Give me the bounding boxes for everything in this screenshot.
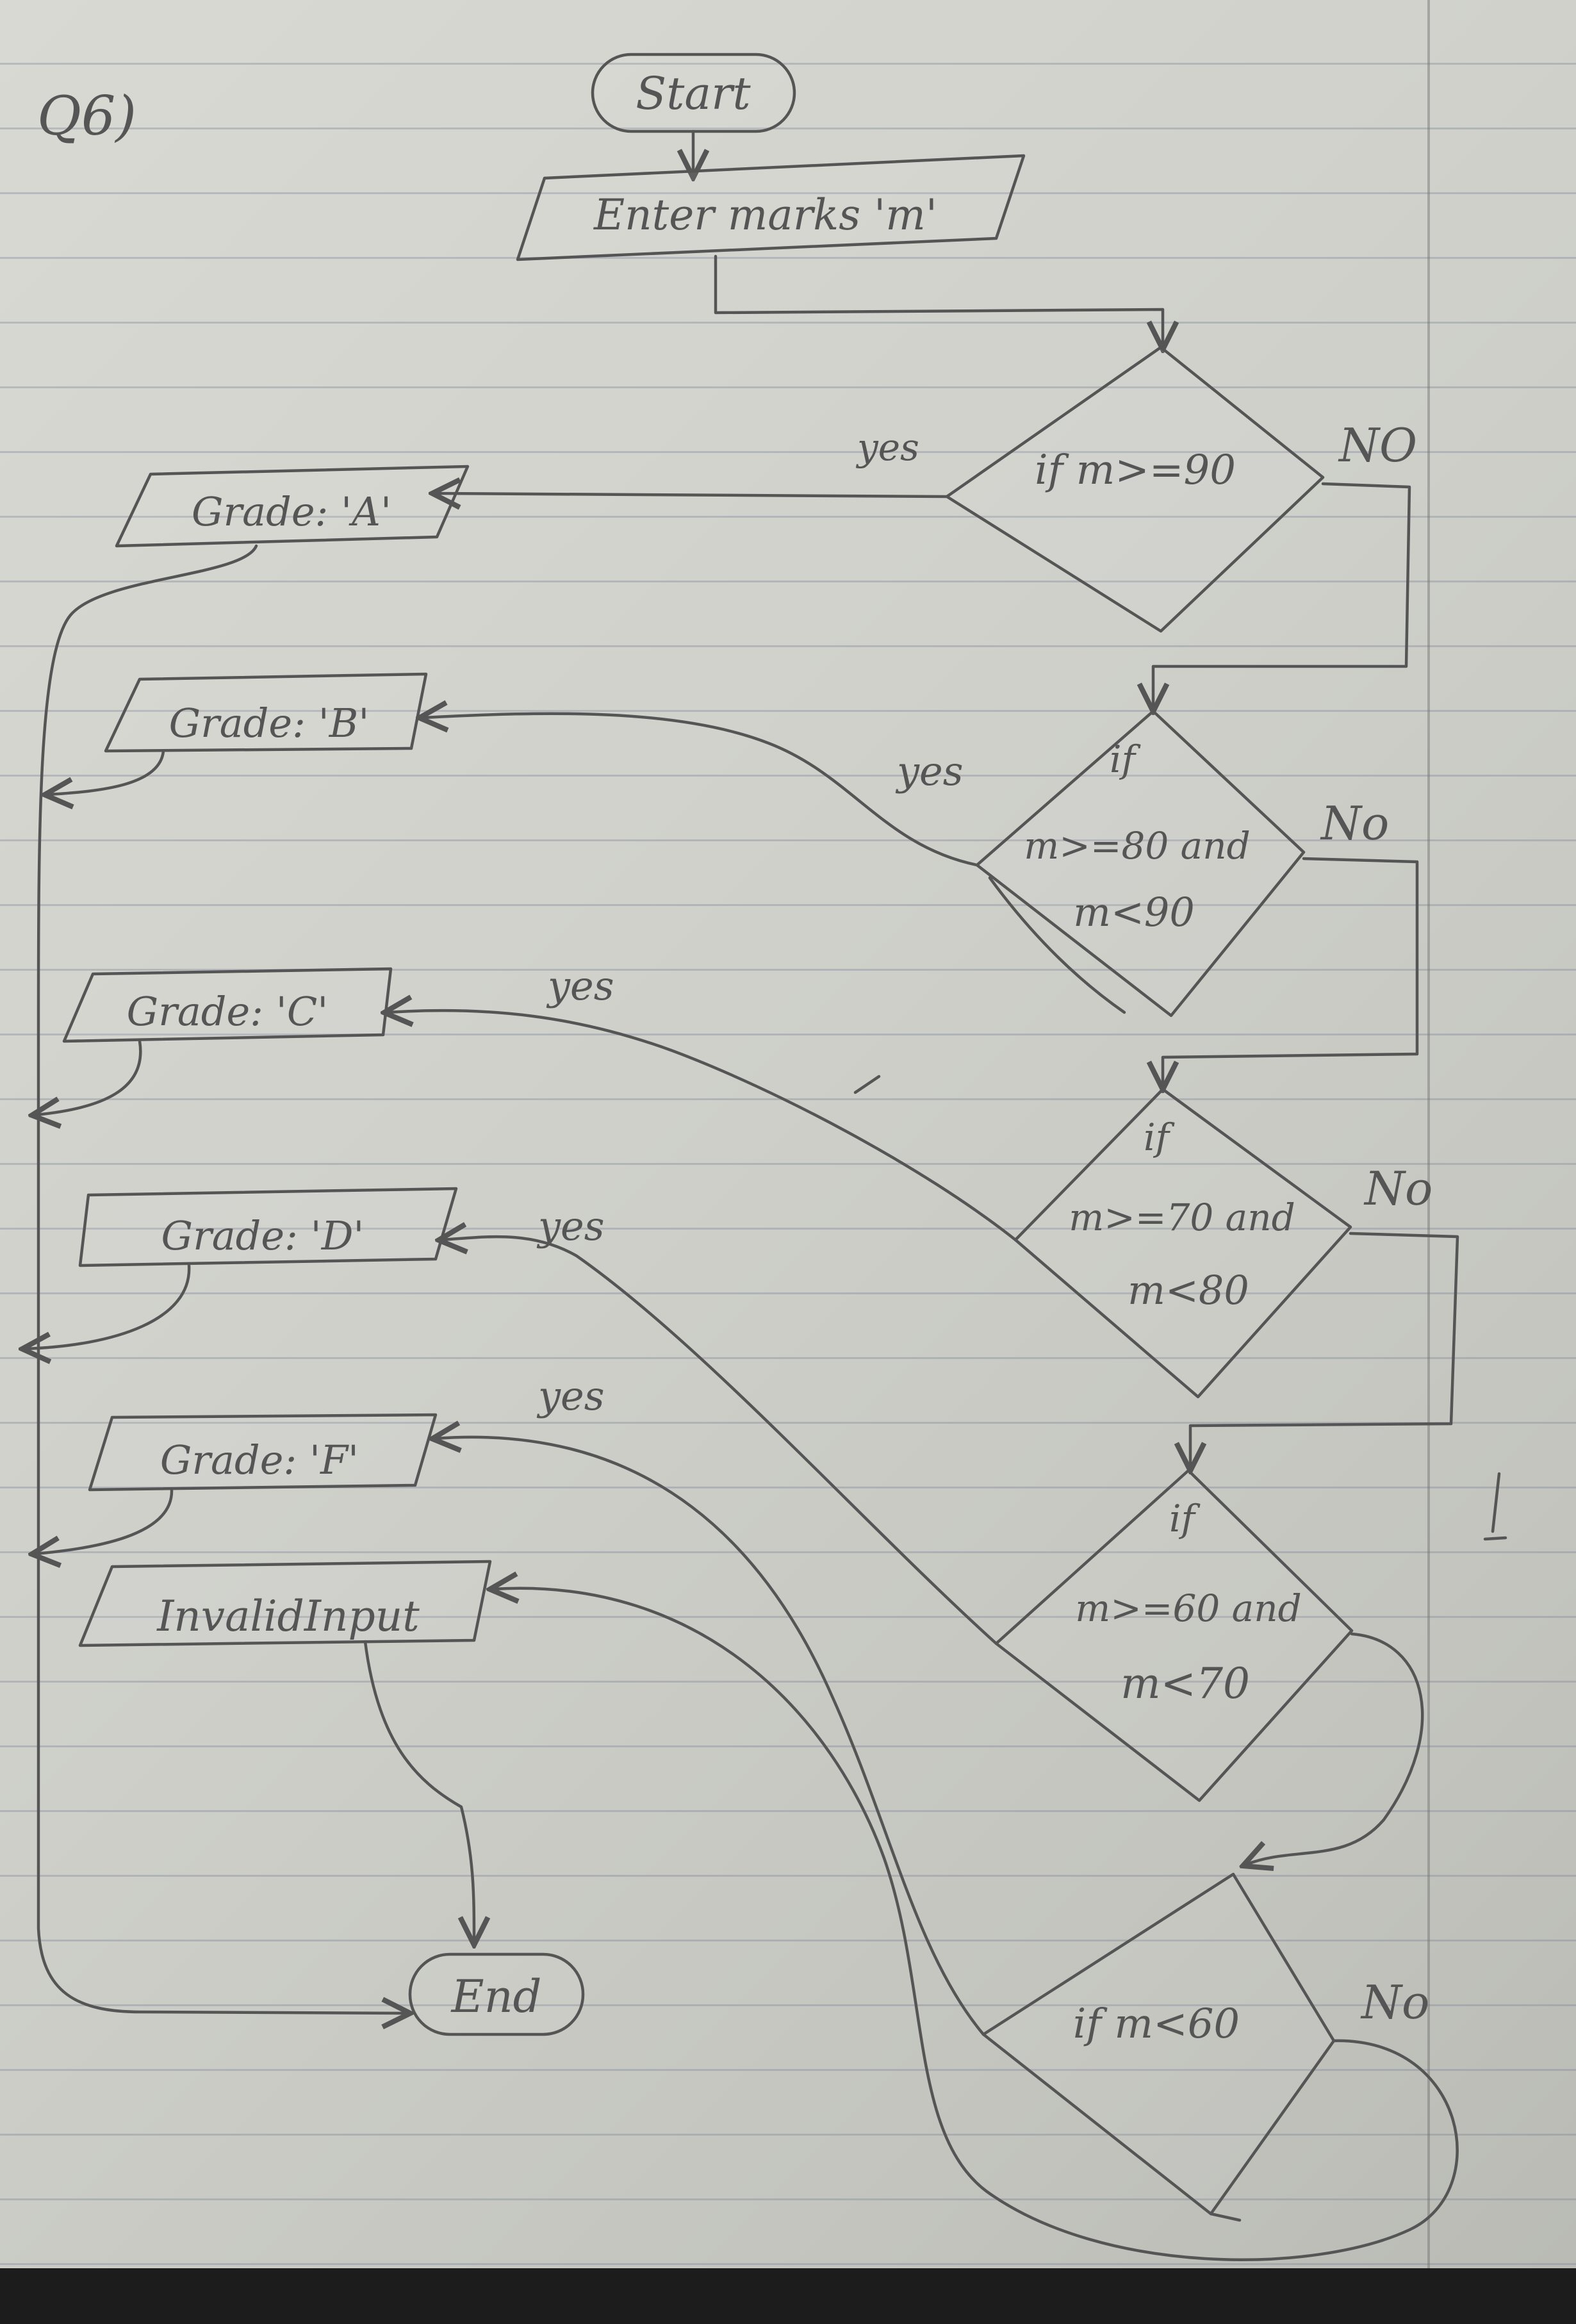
input-box: Enter marks 'm' bbox=[516, 154, 1026, 261]
decision-1-line-1: if m>=90 bbox=[1035, 447, 1236, 494]
decision-2-line-3: m<90 bbox=[1073, 889, 1195, 935]
arrow-yes-grade-d bbox=[442, 1237, 998, 1645]
arrow-yes-grade-b bbox=[423, 714, 979, 867]
arrow-yes-grade-c bbox=[388, 1010, 1017, 1242]
decision-4: if m>=60 and m<70 bbox=[994, 1469, 1354, 1802]
stray-mark-1 bbox=[853, 1075, 881, 1094]
grade-a-box: Grade: 'A' bbox=[115, 465, 470, 548]
start-label: Start bbox=[636, 67, 751, 120]
grade-f-box: Grade: 'F' bbox=[88, 1413, 438, 1492]
decision-3-line-2: m>=70 and bbox=[1069, 1196, 1295, 1239]
yes-label-1: yes bbox=[855, 425, 919, 469]
arrow-input-decision1 bbox=[714, 254, 1163, 346]
margin-line bbox=[1427, 0, 1430, 2281]
no-label-2: No bbox=[1320, 796, 1389, 850]
decision-5: if m<60 bbox=[981, 1872, 1336, 2216]
decision-2-stroke bbox=[988, 876, 1126, 1014]
arrow-grade-c-collector bbox=[35, 1039, 142, 1115]
no-label-3: No bbox=[1363, 1162, 1432, 1216]
grade-c-box: Grade: 'C' bbox=[62, 967, 393, 1043]
decision-5-line-1: if m<60 bbox=[1073, 2000, 1240, 2048]
collector-line-end bbox=[37, 544, 407, 2013]
grade-a-label: Grade: 'A' bbox=[192, 488, 391, 535]
decision-2: if m>=80 and m<90 bbox=[975, 709, 1306, 1018]
no-label-4: No bbox=[1360, 1975, 1429, 2029]
end-label: End bbox=[450, 1970, 542, 2023]
arrow-no-decision5 bbox=[1246, 1632, 1424, 1865]
arrow-no-decision3 bbox=[1163, 857, 1419, 1086]
grade-d-label: Grade: 'D' bbox=[161, 1212, 365, 1259]
arrow-grade-f-collector bbox=[35, 1488, 174, 1554]
decision-3-line-3: m<80 bbox=[1128, 1267, 1249, 1314]
grade-c-label: Grade: 'C' bbox=[127, 988, 329, 1035]
arrow-grade-b-collector bbox=[48, 749, 165, 795]
invalid-input-label: InvalidInput bbox=[156, 1592, 420, 1641]
arrow-grade-d-collector bbox=[26, 1264, 191, 1349]
grade-d-box: Grade: 'D' bbox=[78, 1187, 458, 1267]
arrow-invalid-end bbox=[363, 1640, 474, 1941]
arrow-no-decision4 bbox=[1190, 1232, 1459, 1467]
invalid-input-box: InvalidInput bbox=[78, 1560, 492, 1647]
arrow-no-invalid-input bbox=[493, 1588, 1459, 2261]
arrow-no-decision2 bbox=[1153, 482, 1411, 708]
no-label-1: NO bbox=[1338, 418, 1417, 472]
yes-label-5: yes bbox=[536, 1372, 605, 1419]
grade-b-label: Grade: 'B' bbox=[169, 700, 370, 746]
arrow-yes-grade-f bbox=[436, 1437, 985, 2036]
yes-label-3: yes bbox=[546, 962, 614, 1009]
decision-4-line-3: m<70 bbox=[1120, 1659, 1250, 1708]
input-label: Enter marks 'm' bbox=[593, 190, 937, 240]
grade-f-label: Grade: 'F' bbox=[160, 1437, 359, 1483]
grade-b-box: Grade: 'B' bbox=[104, 672, 428, 753]
decision-2-line-2: m>=80 and bbox=[1024, 824, 1251, 868]
end-terminal: End bbox=[408, 1952, 585, 2036]
notebook-binding bbox=[0, 2268, 1576, 2324]
decision-5-tail bbox=[1209, 2212, 1242, 2222]
yes-label-4: yes bbox=[536, 1203, 605, 1249]
question-label: Q6) bbox=[37, 85, 136, 147]
yes-label-2: yes bbox=[895, 748, 964, 795]
decision-1: if m>=90 bbox=[945, 345, 1325, 633]
stray-mark-2 bbox=[1483, 1472, 1507, 1541]
decision-4-line-2: m>=60 and bbox=[1075, 1586, 1302, 1630]
arrow-yes-grade-a bbox=[436, 493, 949, 497]
start-terminal: Start bbox=[591, 53, 796, 133]
decision-3: if m>=70 and m<80 bbox=[1014, 1087, 1352, 1399]
